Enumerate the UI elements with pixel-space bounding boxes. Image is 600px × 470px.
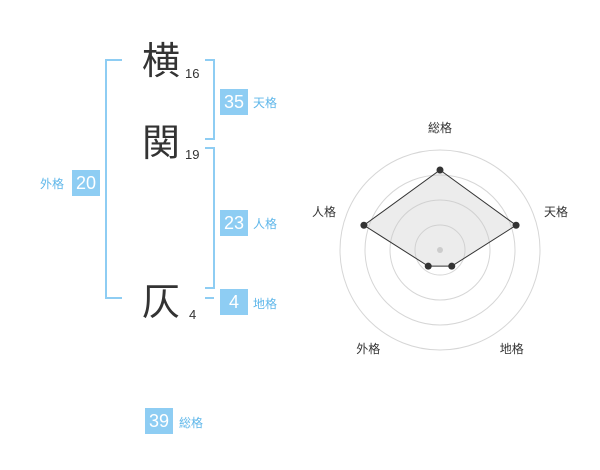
name-char-2: 関	[142, 121, 181, 165]
radar-ring-2	[389, 199, 491, 301]
soukaku-label: 総格	[179, 416, 204, 430]
name-char-1: 横	[142, 39, 181, 83]
radar-ring-1	[414, 224, 466, 276]
gaikaku-value: 20	[72, 170, 100, 196]
tenkaku-bracket	[205, 59, 215, 140]
radar-point-4	[360, 221, 368, 229]
radar-axis-label-2: 地格	[499, 341, 524, 356]
radar-ring-3	[364, 174, 516, 326]
gaikaku-label: 外格	[40, 177, 65, 191]
radar-axis-label-3: 外格	[356, 341, 381, 356]
radar-ring-4	[339, 149, 541, 351]
tenkaku-value: 35	[220, 89, 248, 115]
name-char-3: 仄	[142, 280, 181, 324]
radar-axis-label-1: 天格	[544, 205, 569, 220]
radar-point-1	[512, 221, 520, 229]
radar-point-2	[448, 262, 456, 270]
name-char-1-strokes: 16	[185, 66, 200, 81]
name-char-3-strokes: 4	[189, 307, 197, 322]
radar-axis-label-4: 人格	[311, 205, 336, 220]
gaikaku-bracket	[105, 59, 122, 299]
chikaku-label: 地格	[253, 297, 278, 311]
radar-point-0	[436, 166, 444, 174]
jinkaku-label: 人格	[253, 217, 278, 231]
radar-point-3	[424, 262, 432, 270]
soukaku-value: 39	[145, 408, 173, 434]
jinkaku-bracket	[205, 147, 215, 289]
tenkaku-label: 天格	[253, 96, 278, 110]
radar-data-polygon	[363, 169, 517, 267]
jinkaku-value: 23	[220, 210, 248, 236]
chikaku-value: 4	[220, 289, 248, 315]
radar-center-dot	[437, 247, 443, 253]
name-char-2-strokes: 19	[185, 147, 200, 162]
radar-axis-label-0: 総格	[428, 121, 453, 135]
